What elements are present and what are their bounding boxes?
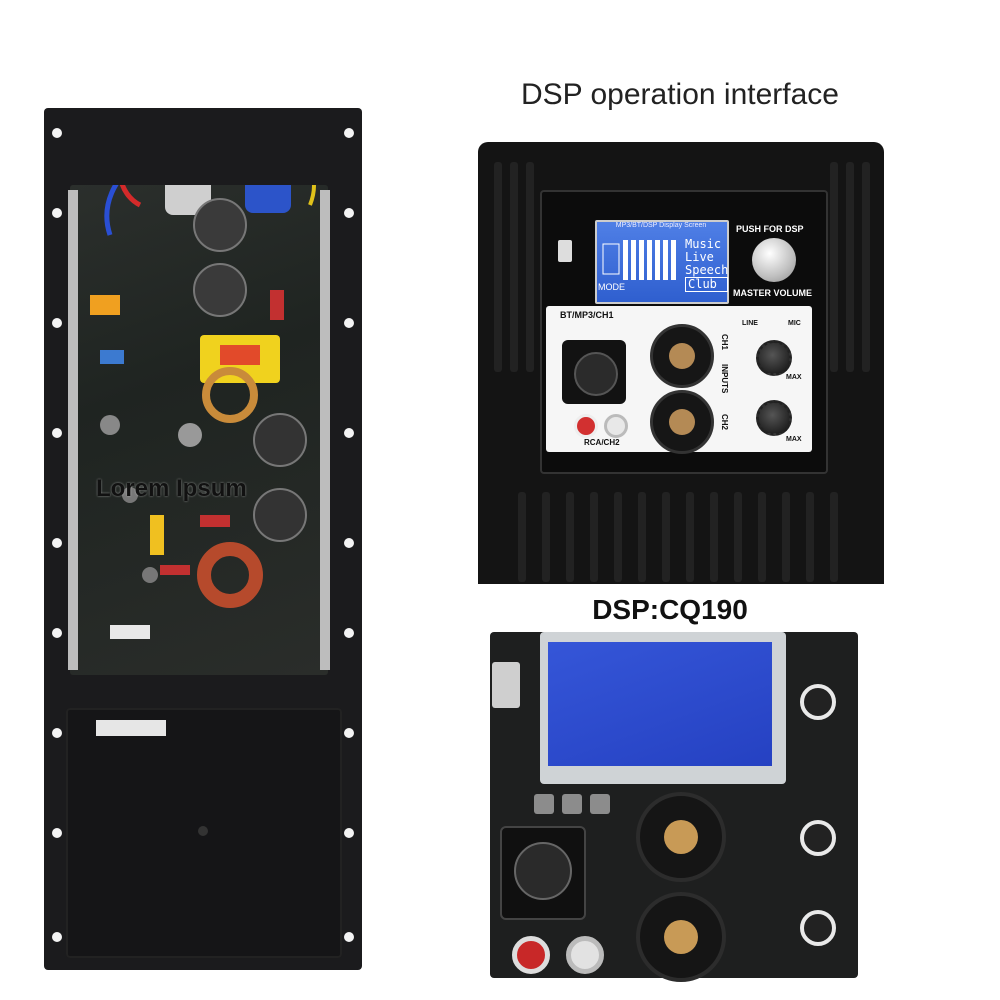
pcb-components <box>90 106 316 639</box>
cq190-combo-jack-2[interactable] <box>636 892 726 982</box>
cq190-usb-port[interactable] <box>492 662 520 708</box>
lcd-mode-item: Live <box>685 250 714 264</box>
lcd-mode-item-selected: Club <box>685 277 729 292</box>
lcd-header-text: MP3/BT/DSP Display Screen <box>615 222 707 229</box>
cq190-rca-red-jack[interactable] <box>512 936 550 974</box>
board-title: DSP:CQ190 <box>592 594 748 625</box>
cq190-ch1-pot[interactable] <box>800 820 836 856</box>
lcd-display-screen <box>595 220 729 304</box>
ch2-combo-jack[interactable] <box>650 390 714 454</box>
amplifier-pcb <box>70 106 328 675</box>
cq190-master-pot[interactable] <box>800 684 836 720</box>
knob-max-label: MAX <box>786 436 802 443</box>
cq190-button[interactable] <box>562 794 582 814</box>
ch2-label: CH2 <box>720 414 729 431</box>
heatsink-left <box>68 190 78 670</box>
lcd-mode-label: MODE <box>598 282 625 292</box>
lcd-mode-item: Speech <box>685 263 729 277</box>
watermark-text: Lorem Ipsum <box>96 475 247 502</box>
ch2-gain-knob[interactable] <box>756 400 792 436</box>
rca-left-jack[interactable] <box>604 414 628 438</box>
amplifier-cover-plate <box>66 708 342 958</box>
lcd-eq-bars <box>602 240 676 280</box>
cq190-rca-white-jack[interactable] <box>566 936 604 974</box>
xlr-pin-icon <box>574 352 618 396</box>
knob-line-label: LINE <box>742 320 758 327</box>
cq190-combo-jack-1[interactable] <box>636 792 726 882</box>
rca-right-jack[interactable] <box>574 414 598 438</box>
ch1-combo-jack[interactable] <box>650 324 714 388</box>
lcd-mode-list: Music Live Speech Club <box>685 237 729 292</box>
inputs-label: INPUTS <box>720 364 729 394</box>
knob-max-label: MAX <box>786 374 802 381</box>
lcd-mode-item: Music <box>685 237 722 251</box>
xlr-pin-icon <box>514 842 572 900</box>
rca-ch2-label: RCA/CH2 <box>584 438 620 447</box>
ch1-label: CH1 <box>720 334 729 351</box>
usb-port[interactable] <box>558 240 572 262</box>
bt-mp3-ch1-label: BT/MP3/CH1 <box>560 310 614 320</box>
master-volume-label: MASTER VOLUME <box>733 288 813 298</box>
push-for-dsp-label: PUSH FOR DSP <box>736 224 804 234</box>
master-volume-push-knob[interactable] <box>752 238 796 282</box>
interface-title: DSP operation interface <box>521 78 839 111</box>
knob-mic-label: MIC <box>788 320 801 327</box>
cq190-ch2-pot[interactable] <box>800 910 836 946</box>
cq190-lcd-screen <box>548 642 772 766</box>
ch1-gain-knob[interactable] <box>756 340 792 376</box>
cq190-button[interactable] <box>590 794 610 814</box>
heatsink-right <box>320 190 330 670</box>
cq190-button[interactable] <box>534 794 554 814</box>
